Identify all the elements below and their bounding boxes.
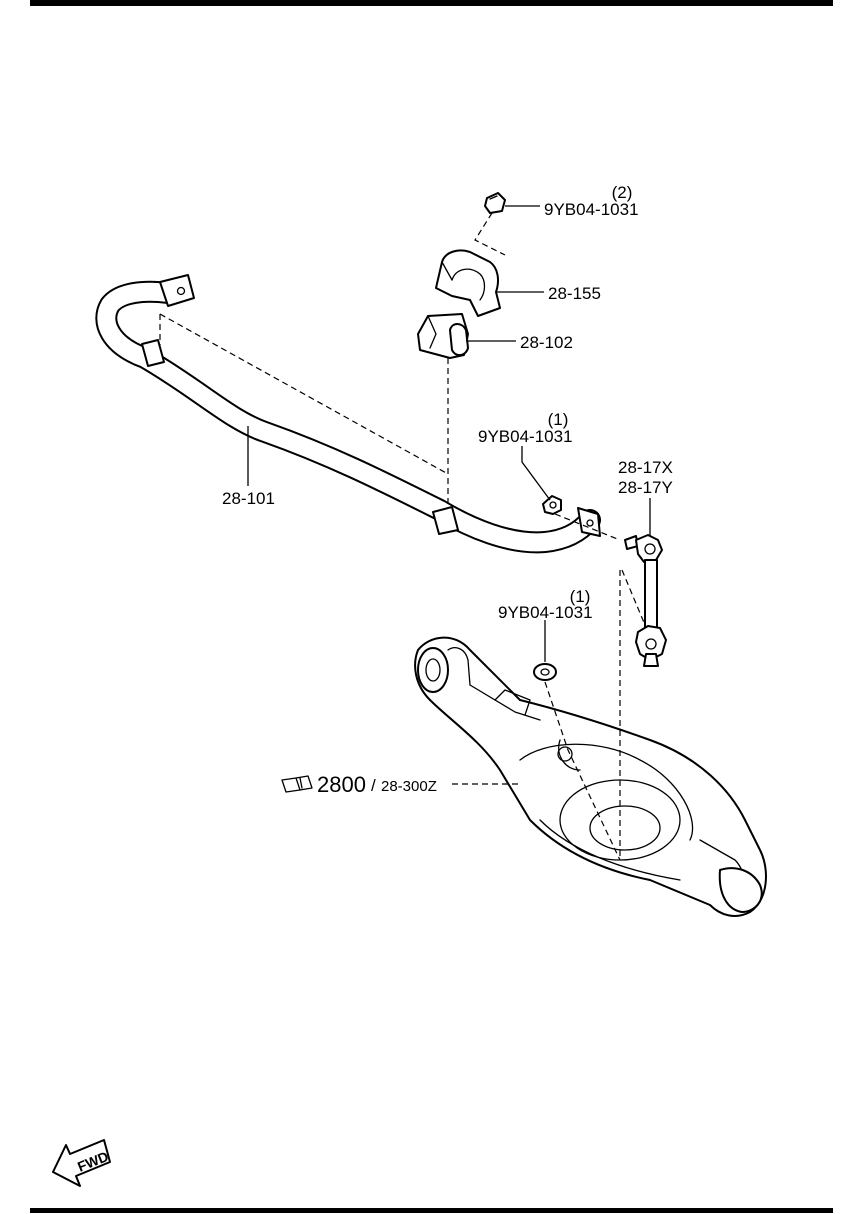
stabilizer-part-label: 28-101 [222, 489, 275, 508]
link-part-x: 28-17X [618, 458, 673, 477]
bushing-part-label: 28-102 [520, 333, 573, 352]
top-border [30, 0, 833, 6]
label-nut-mid: (1) 9YB04-1031 [478, 410, 573, 446]
nut-mid-part: 9YB04-1031 [478, 427, 573, 446]
bottom-border [30, 1208, 833, 1213]
assembly-lines [159, 212, 646, 861]
nut-mid[interactable] [542, 495, 562, 515]
bracket-part-label: 28-155 [548, 284, 601, 303]
bushing[interactable] [417, 313, 469, 359]
label-nut-top: (2) 9YB04-1031 [544, 183, 639, 219]
label-washer: (1) 9YB04-1031 [498, 587, 593, 622]
lower-control-arm[interactable] [414, 636, 767, 917]
book-reference-icon[interactable] [281, 775, 313, 793]
washer[interactable] [533, 663, 557, 681]
stabilizer-bar[interactable] [95, 274, 601, 554]
leader-lines [247, 205, 651, 785]
washer-qty: (1) [570, 587, 591, 606]
forward-arrow-icon: FWD [52, 1139, 111, 1187]
washer-part: 9YB04-1031 [498, 603, 593, 622]
nut-mid-qty: (1) [548, 410, 569, 429]
nut-top-qty: (2) [612, 183, 633, 202]
stabilizer-link[interactable] [624, 534, 667, 667]
arm-separator: / [371, 776, 376, 795]
nut-top[interactable] [484, 192, 506, 214]
arm-ref-group[interactable]: 2800 [317, 772, 366, 797]
arm-part: 28-300Z [381, 778, 437, 795]
bracket[interactable] [435, 249, 501, 317]
link-part-y: 28-17Y [618, 478, 673, 497]
nut-top-part: 9YB04-1031 [544, 200, 639, 219]
label-arm: 2800 / 28-300Z [317, 772, 437, 797]
label-link: 28-17X 28-17Y [618, 458, 673, 497]
